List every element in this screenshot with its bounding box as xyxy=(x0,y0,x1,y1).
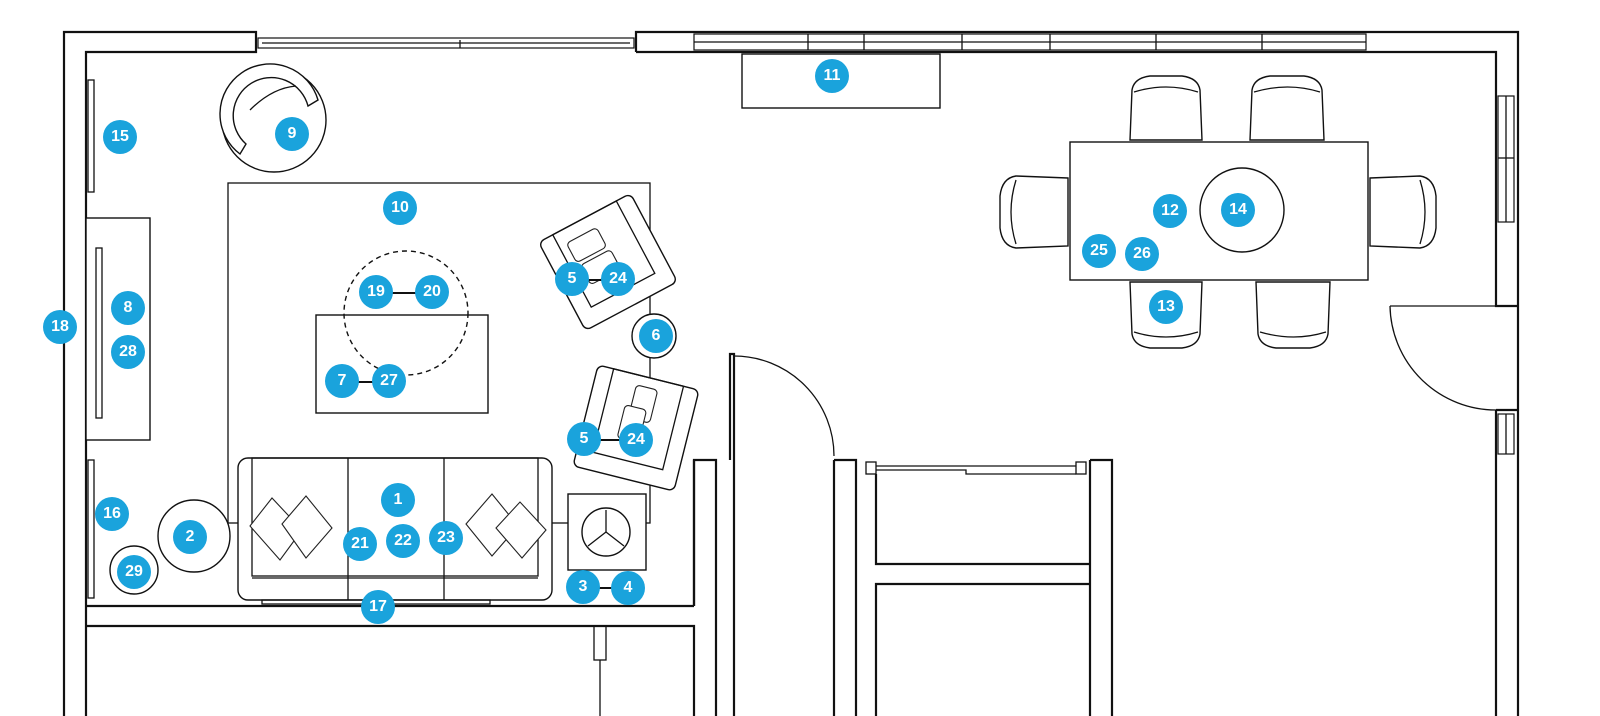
marker-12-dining-table[interactable]: 12 xyxy=(1153,194,1187,228)
marker-4-lamp[interactable]: 4 xyxy=(611,571,645,605)
marker-3-end-table[interactable]: 3 xyxy=(566,570,600,604)
exterior-walls xyxy=(62,30,1520,716)
marker-27-tray[interactable]: 27 xyxy=(372,364,406,398)
marker-6-accent-table[interactable]: 6 xyxy=(639,319,673,353)
entry-door xyxy=(1389,305,1497,411)
round-accent-chair xyxy=(219,63,327,173)
media-console xyxy=(85,217,151,441)
connector-3-4 xyxy=(584,587,628,589)
marker-11-sideboard[interactable]: 11 xyxy=(815,59,849,93)
wall-panels-left xyxy=(87,79,95,599)
connector-7-27 xyxy=(342,381,388,383)
marker-22-pillow[interactable]: 22 xyxy=(386,524,420,558)
marker-24-upper[interactable]: 24 xyxy=(601,262,635,296)
marker-15-wall-panel[interactable]: 15 xyxy=(103,120,137,154)
marker-2-side-table[interactable]: 2 xyxy=(173,520,207,554)
marker-13-dining-chair[interactable]: 13 xyxy=(1149,290,1183,324)
connector-19-20 xyxy=(392,292,434,294)
marker-19-ottoman[interactable]: 19 xyxy=(359,275,393,309)
marker-18-wall[interactable]: 18 xyxy=(43,310,77,344)
top-windows xyxy=(693,33,1367,51)
connector-5-24-lower xyxy=(584,439,636,441)
marker-8-media-console[interactable]: 8 xyxy=(111,291,145,325)
marker-5-armchair-lower[interactable]: 5 xyxy=(567,422,601,456)
marker-24-lower[interactable]: 24 xyxy=(619,423,653,457)
marker-9-round-chair[interactable]: 9 xyxy=(275,117,309,151)
marker-1-sofa[interactable]: 1 xyxy=(381,483,415,517)
marker-23-pillow[interactable]: 23 xyxy=(429,521,463,555)
marker-29-stool[interactable]: 29 xyxy=(117,555,151,589)
interior-walls xyxy=(86,352,1114,716)
connector-5-24-upper xyxy=(572,279,618,281)
marker-26-dining[interactable]: 26 xyxy=(1125,237,1159,271)
marker-7-coffee-table[interactable]: 7 xyxy=(325,364,359,398)
marker-17-sofa-base[interactable]: 17 xyxy=(361,590,395,624)
marker-10-rug[interactable]: 10 xyxy=(383,191,417,225)
marker-16-wall-panel[interactable]: 16 xyxy=(95,497,129,531)
marker-28-media-decor[interactable]: 28 xyxy=(111,335,145,369)
right-windows xyxy=(1497,95,1515,455)
marker-5-armchair-upper[interactable]: 5 xyxy=(555,262,589,296)
marker-14-centerpiece[interactable]: 14 xyxy=(1221,193,1255,227)
dining-chairs xyxy=(999,75,1437,349)
dining-table xyxy=(1069,141,1369,281)
marker-21-pillow[interactable]: 21 xyxy=(343,527,377,561)
marker-25-dining[interactable]: 25 xyxy=(1082,234,1116,268)
end-table-with-lamp xyxy=(567,493,647,571)
marker-20-ottoman[interactable]: 20 xyxy=(415,275,449,309)
armchair-upper xyxy=(540,194,676,330)
